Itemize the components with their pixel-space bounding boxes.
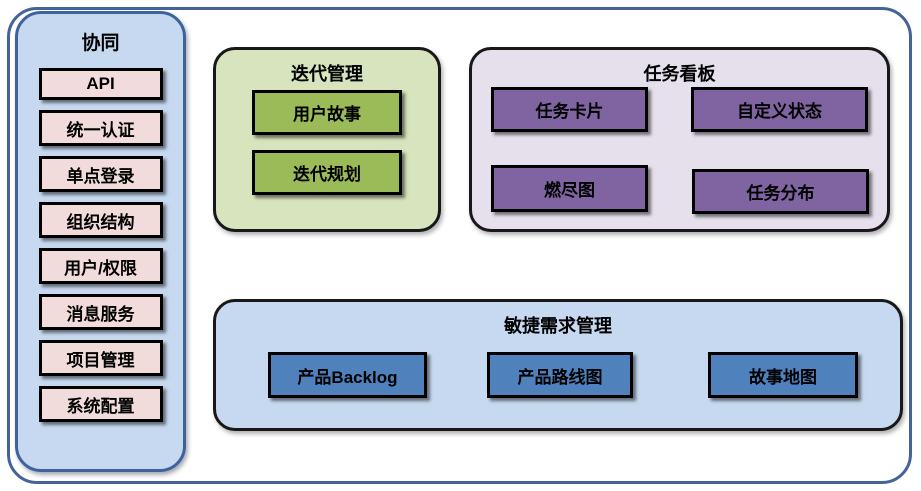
sidebar-item-system-config: 系统配置 <box>38 386 163 422</box>
sidebar-item-sso: 单点登录 <box>38 156 163 192</box>
group-agile-requirements: 敏捷需求管理 产品Backlog 产品路线图 故事地图 <box>213 299 903 431</box>
sidebar-collaboration: 协同 API 统一认证 单点登录 组织结构 用户/权限 消息服务 项目管理 系统… <box>15 11 186 472</box>
node-user-story: 用户故事 <box>252 90 402 135</box>
node-task-distribution: 任务分布 <box>692 169 869 214</box>
sidebar-item-list: API 统一认证 单点登录 组织结构 用户/权限 消息服务 项目管理 系统配置 <box>18 68 183 422</box>
node-story-map: 故事地图 <box>708 352 858 398</box>
node-burndown-chart: 燃尽图 <box>491 165 648 212</box>
sidebar-item-api: API <box>38 68 163 100</box>
node-task-card: 任务卡片 <box>491 87 648 132</box>
group-iteration-management: 迭代管理 用户故事 迭代规划 <box>213 47 441 232</box>
group-agile-title: 敏捷需求管理 <box>504 316 612 336</box>
sidebar-item-project-management: 项目管理 <box>38 340 163 376</box>
node-iteration-planning: 迭代规划 <box>252 150 402 195</box>
node-custom-status: 自定义状态 <box>691 87 868 132</box>
node-product-backlog: 产品Backlog <box>268 352 427 398</box>
sidebar-item-unified-auth: 统一认证 <box>38 110 163 146</box>
sidebar-title: 协同 <box>81 33 120 54</box>
group-task-board: 任务看板 任务卡片 自定义状态 燃尽图 任务分布 <box>469 47 890 232</box>
group-iteration-title: 迭代管理 <box>291 64 363 84</box>
sidebar-item-user-permission: 用户/权限 <box>38 248 163 284</box>
group-task-board-title: 任务看板 <box>643 64 716 84</box>
outer-frame <box>7 7 912 484</box>
sidebar-item-org-structure: 组织结构 <box>38 202 163 238</box>
node-product-roadmap: 产品路线图 <box>487 352 633 398</box>
sidebar-item-message-service: 消息服务 <box>38 294 163 330</box>
